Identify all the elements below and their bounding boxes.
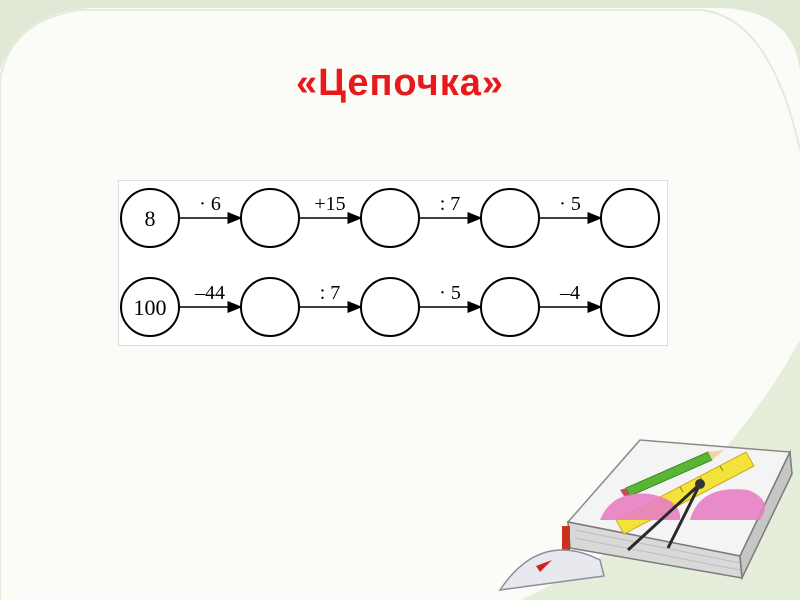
chain-diagram: 8 · 6 +15 : 7 · 5 100 –44 : 7 · 5 –4 (118, 180, 668, 346)
chain-operation-label: –44 (194, 282, 225, 304)
pencil-icon (620, 450, 724, 497)
chain-operation-label: · 5 (439, 282, 461, 304)
chain-row-1: 8 · 6 +15 : 7 · 5 (120, 188, 660, 248)
chain-operation-label: –4 (559, 282, 580, 304)
protractor-icon (498, 489, 765, 591)
chain-answer-circle[interactable] (600, 277, 660, 337)
chain-operation-label: · 5 (559, 193, 581, 215)
chain-start-value: 8 (145, 206, 156, 231)
chain-answer-circle[interactable] (600, 188, 660, 248)
chain-operation-label: +15 (314, 193, 345, 215)
chain-start-value: 100 (134, 295, 167, 320)
chain-row-2: 100 –44 : 7 · 5 –4 (120, 277, 660, 337)
chain-operation-label: : 7 (320, 282, 341, 304)
compass-icon (626, 479, 705, 552)
chain-operation-label: · 6 (199, 193, 221, 215)
slide-title: «Цепочка» (295, 62, 505, 104)
chain-operation-label: : 7 (440, 193, 461, 215)
